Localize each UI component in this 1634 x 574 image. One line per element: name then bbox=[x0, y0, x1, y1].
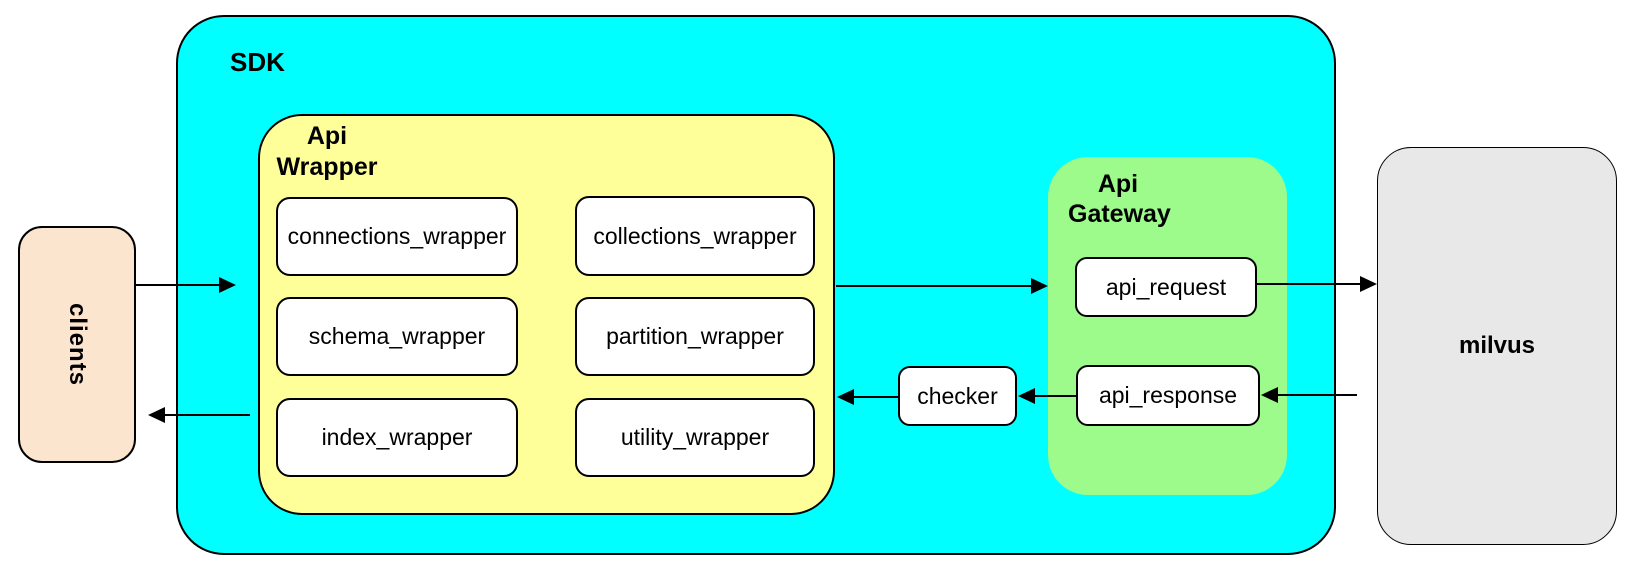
arrow-checker-to-wrapper-head-icon bbox=[837, 389, 854, 405]
wrapper-box-collections: collections_wrapper bbox=[575, 196, 815, 276]
wrapper-box-connections-label: connections_wrapper bbox=[287, 223, 507, 249]
checker-box: checker bbox=[898, 366, 1017, 426]
api-gateway-container: Api Gateway bbox=[1048, 157, 1287, 495]
api-request-box: api_request bbox=[1075, 257, 1257, 317]
arrow-sdk-to-clients-head-icon bbox=[148, 407, 165, 423]
api-response-label: api_response bbox=[1098, 382, 1238, 408]
arrow-response-to-checker-head-icon bbox=[1018, 388, 1035, 404]
arrow-request-to-milvus-line bbox=[1257, 283, 1362, 285]
milvus-label: milvus bbox=[1458, 332, 1536, 359]
wrapper-box-utility: utility_wrapper bbox=[575, 398, 815, 477]
wrapper-box-connections: connections_wrapper bbox=[276, 197, 518, 276]
arrow-checker-to-wrapper-line bbox=[853, 396, 898, 398]
api-request-label: api_request bbox=[1105, 273, 1227, 300]
wrapper-box-partition: partition_wrapper bbox=[575, 297, 815, 376]
arrow-clients-to-sdk-head-icon bbox=[219, 277, 236, 293]
arrow-wrapper-to-gateway-head-icon bbox=[1031, 278, 1048, 294]
checker-label: checker bbox=[917, 382, 998, 409]
wrapper-box-schema-label: schema_wrapper bbox=[308, 323, 486, 349]
api-wrapper-label-line1: Api bbox=[306, 122, 348, 150]
arrow-milvus-to-response-line bbox=[1277, 394, 1357, 396]
sdk-label: SDK bbox=[230, 47, 285, 77]
wrapper-box-collections-label: collections_wrapper bbox=[593, 222, 797, 249]
arrow-sdk-to-clients-line bbox=[164, 414, 250, 416]
api-gateway-label-line1: Api bbox=[1097, 170, 1139, 198]
arrow-request-to-milvus-head-icon bbox=[1360, 276, 1377, 292]
api-response-box: api_response bbox=[1076, 365, 1260, 426]
api-gateway-label: Api Gateway bbox=[1068, 169, 1171, 229]
arrow-clients-to-sdk-line bbox=[136, 284, 222, 286]
clients-node: clients bbox=[18, 226, 136, 463]
wrapper-box-utility-label: utility_wrapper bbox=[620, 424, 770, 450]
api-gateway-label-line2: Gateway bbox=[1068, 200, 1171, 228]
clients-label: clients bbox=[64, 302, 91, 387]
arrow-milvus-to-response-head-icon bbox=[1261, 387, 1278, 403]
wrapper-box-index: index_wrapper bbox=[276, 398, 518, 477]
api-wrapper-label: Api Wrapper bbox=[272, 121, 382, 183]
milvus-node: milvus bbox=[1377, 147, 1617, 545]
wrapper-box-partition-label: partition_wrapper bbox=[606, 323, 784, 349]
arrow-wrapper-to-gateway-line bbox=[836, 285, 1033, 287]
wrapper-box-index-label: index_wrapper bbox=[321, 424, 473, 450]
wrapper-box-schema: schema_wrapper bbox=[276, 297, 518, 376]
api-wrapper-label-line2: Wrapper bbox=[276, 153, 378, 181]
arrow-response-to-checker-line bbox=[1034, 395, 1076, 397]
